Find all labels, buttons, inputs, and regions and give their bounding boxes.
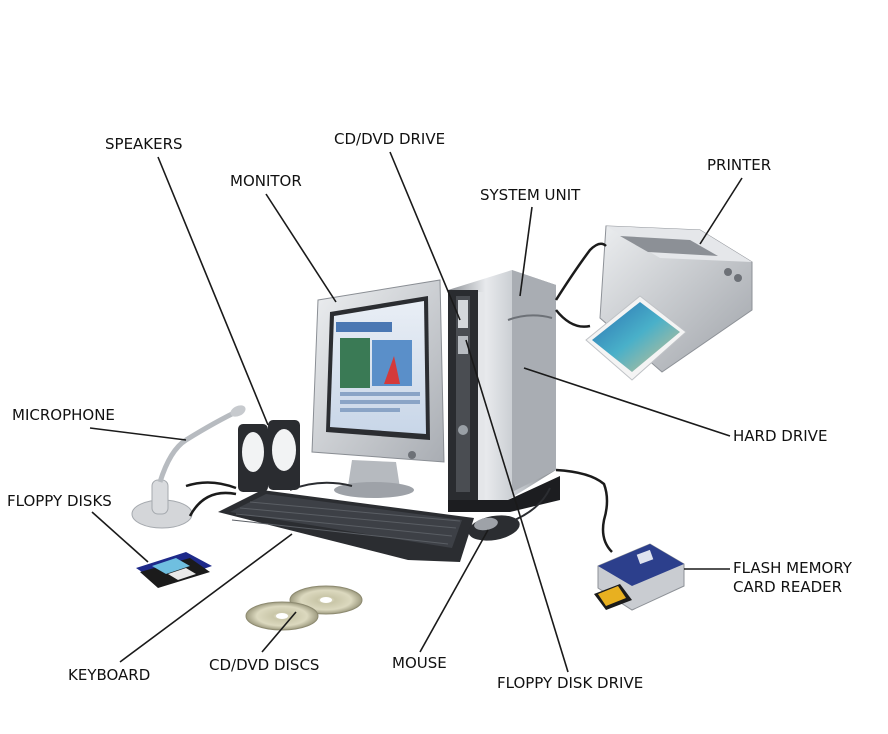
monitor: [311, 279, 445, 498]
leader-floppy-disk-drive: [465, 339, 569, 673]
leader-cd-dvd-drive: [389, 151, 461, 321]
label-cd-dvd-discs: CD/DVD DISCS: [209, 656, 320, 674]
label-speakers: SPEAKERS: [105, 135, 183, 153]
label-keyboard: KEYBOARD: [68, 666, 151, 684]
leader-system-unit: [519, 206, 533, 297]
label-cd-dvd-drive: CD/DVD DRIVE: [334, 130, 446, 148]
leader-microphone: [89, 427, 187, 441]
leader-hard-drive: [523, 367, 731, 437]
label-monitor: MONITOR: [230, 172, 302, 190]
label-system-unit: SYSTEM UNIT: [480, 186, 581, 204]
label-card-reader: CARD READER: [733, 578, 843, 596]
system-unit-tower: [448, 270, 560, 512]
leader-cd-dvd-discs: [261, 611, 297, 653]
mouse: [468, 487, 551, 541]
flash-memory-card-reader: [594, 543, 685, 611]
printer-button-icon: [724, 268, 732, 276]
cd-dvd-discs: [245, 585, 363, 631]
printed-photo: [592, 302, 680, 372]
speakers: [238, 420, 300, 492]
cd-dvd-tray: [458, 300, 468, 328]
cables: [185, 242, 613, 553]
floppy-slot: [458, 336, 468, 354]
label-floppy-disks: FLOPPY DISKS: [7, 492, 112, 510]
label-flash-memory: FLASH MEMORY: [733, 559, 852, 577]
leader-mouse: [419, 529, 489, 653]
floppy-disks: [136, 552, 212, 588]
leader-printer: [699, 177, 743, 245]
label-printer: PRINTER: [707, 156, 772, 174]
leader-floppy-disks: [91, 511, 149, 563]
leader-monitor: [265, 193, 337, 303]
keyboard: [218, 481, 474, 562]
label-microphone: MICROPHONE: [12, 406, 115, 424]
label-mouse: MOUSE: [392, 654, 447, 672]
label-floppy-disk-drive: FLOPPY DISK DRIVE: [497, 674, 644, 692]
printer-button-icon-2: [734, 274, 742, 282]
leader-keyboard: [119, 533, 293, 663]
leader-speakers: [157, 156, 269, 426]
monitor-power-icon: [408, 451, 416, 459]
label-hard-drive: HARD DRIVE: [733, 427, 828, 445]
printer: [585, 225, 753, 381]
power-button-icon: [458, 425, 468, 435]
